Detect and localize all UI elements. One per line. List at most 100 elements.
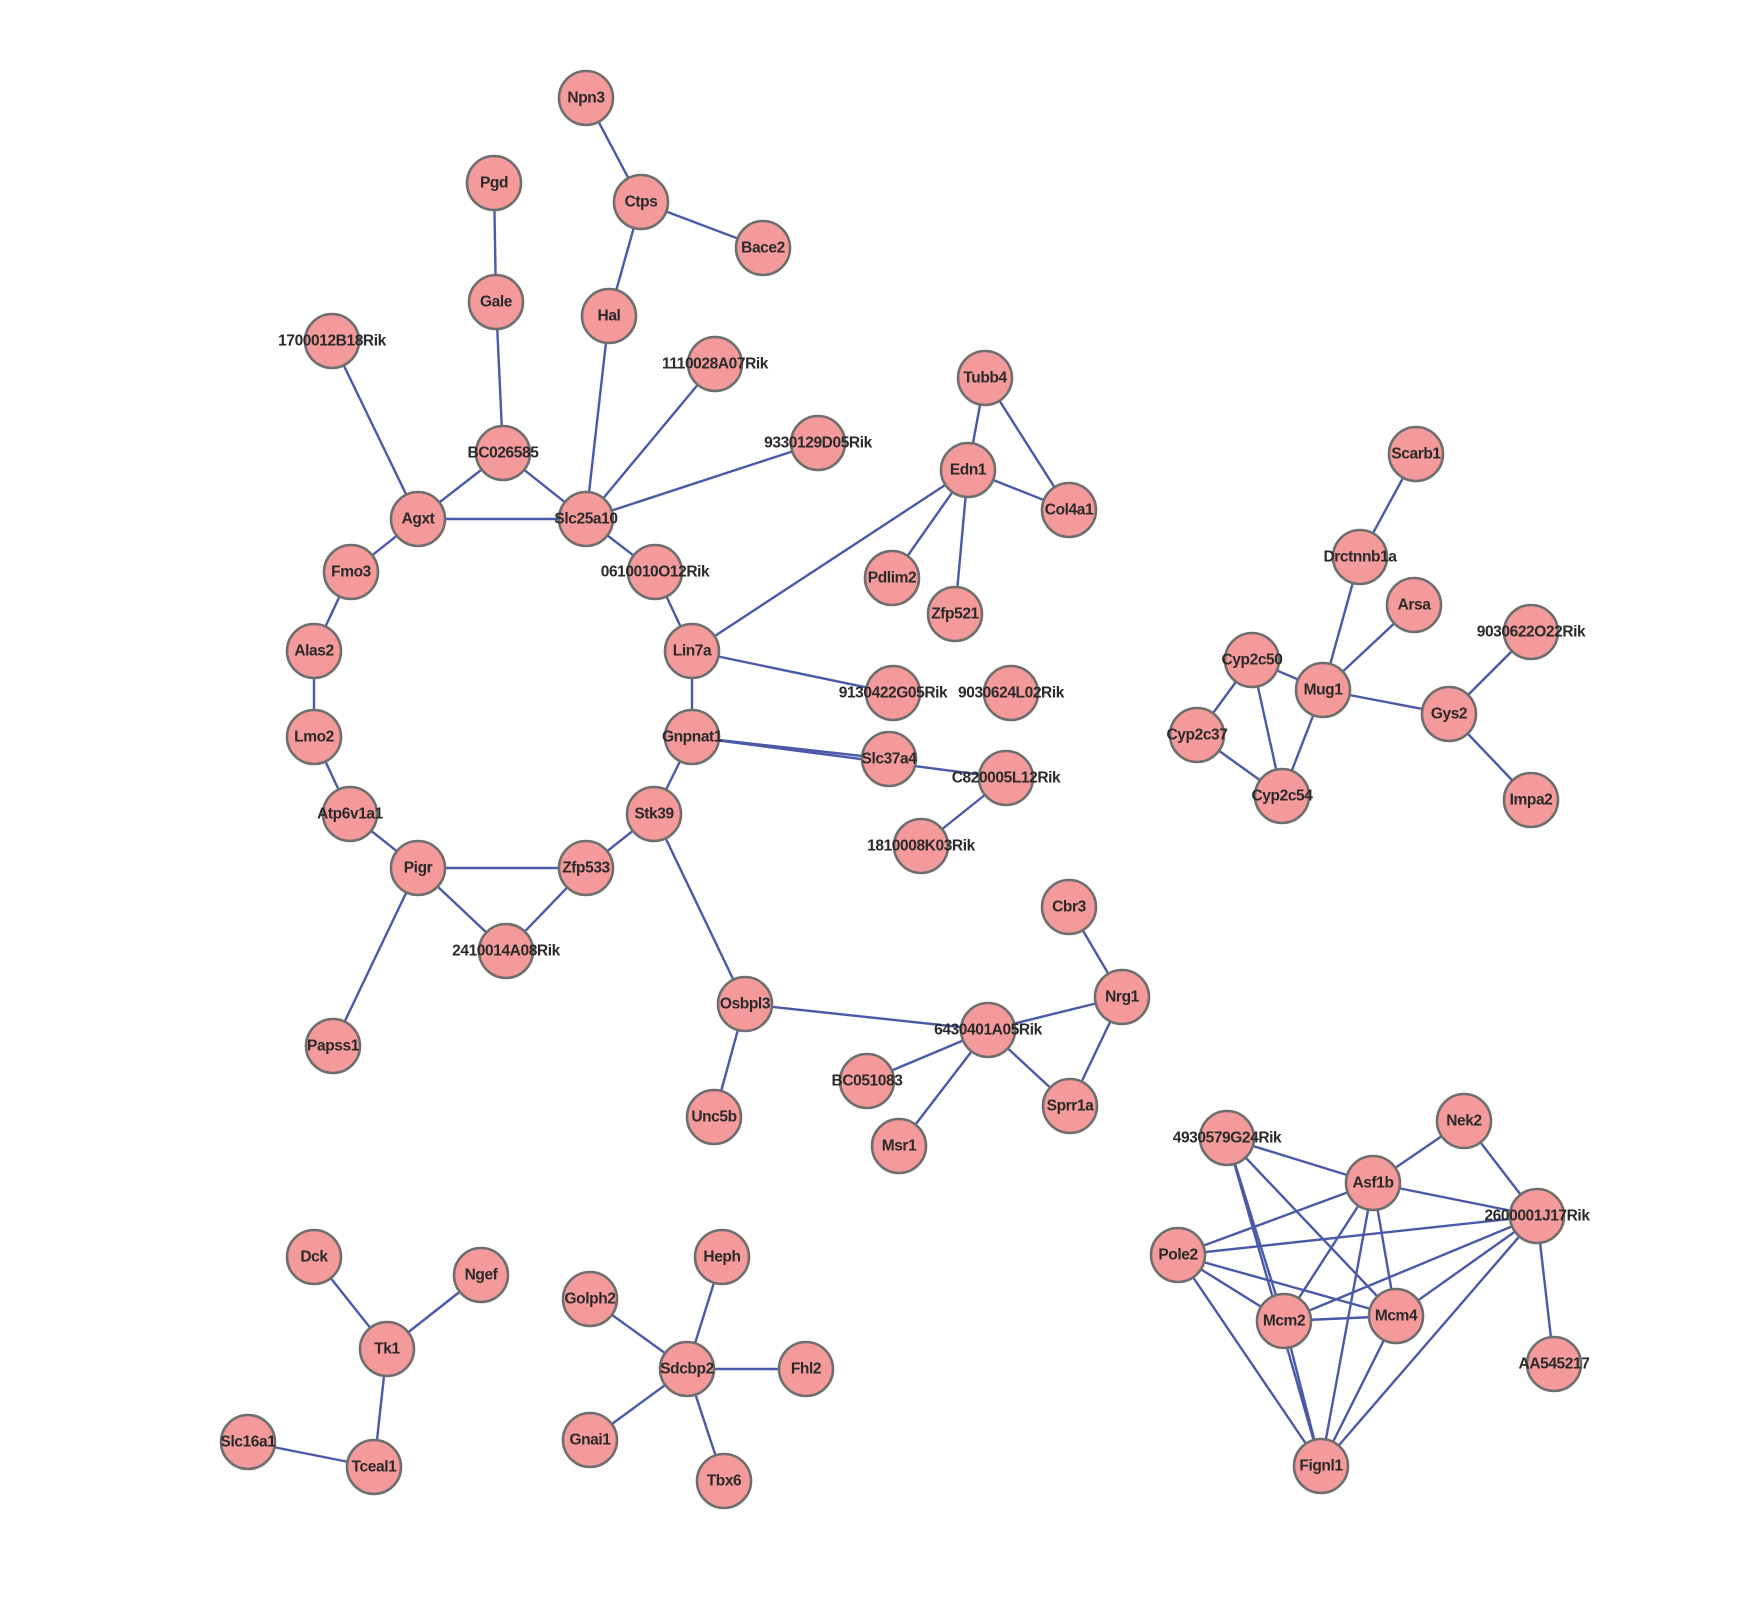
node-unc5b[interactable]: Unc5b bbox=[685, 1088, 743, 1146]
node-gale[interactable]: Gale bbox=[467, 273, 525, 331]
node-circle[interactable] bbox=[1344, 1154, 1402, 1212]
node-9030624l02rik[interactable]: 9030624L02Rik bbox=[958, 664, 1065, 722]
node-circle[interactable] bbox=[304, 1017, 362, 1075]
node-circle[interactable] bbox=[959, 1001, 1017, 1059]
node-circle[interactable] bbox=[977, 749, 1035, 807]
node-mcm4[interactable]: Mcm4 bbox=[1367, 1287, 1425, 1345]
node-sdcbp2[interactable]: Sdcbp2 bbox=[658, 1340, 716, 1398]
node-circle[interactable] bbox=[1040, 481, 1098, 539]
node-circle[interactable] bbox=[1387, 425, 1445, 483]
node-circle[interactable] bbox=[321, 785, 379, 843]
node-cyp2c54[interactable]: Cyp2c54 bbox=[1252, 767, 1314, 825]
node-circle[interactable] bbox=[1385, 576, 1443, 634]
node-1700012b18rik[interactable]: 1700012B18Rik bbox=[278, 312, 387, 370]
node-circle[interactable] bbox=[1198, 1109, 1256, 1167]
node-4930579g24rik[interactable]: 4930579G24Rik bbox=[1173, 1109, 1282, 1167]
node-circle[interactable] bbox=[625, 785, 683, 843]
node-tubb4[interactable]: Tubb4 bbox=[956, 349, 1014, 407]
node-fignl1[interactable]: Fignl1 bbox=[1292, 1437, 1350, 1495]
node-fmo3[interactable]: Fmo3 bbox=[322, 543, 380, 601]
node-stk39[interactable]: Stk39 bbox=[625, 785, 683, 843]
node-circle[interactable] bbox=[465, 154, 523, 212]
node-pgd[interactable]: Pgd bbox=[465, 154, 523, 212]
node-dck[interactable]: Dck bbox=[285, 1228, 343, 1286]
node-1810008k03rik[interactable]: 1810008K03Rik bbox=[867, 817, 976, 875]
node-circle[interactable] bbox=[1367, 1287, 1425, 1345]
node-agxt[interactable]: Agxt bbox=[389, 490, 447, 548]
node-circle[interactable] bbox=[389, 490, 447, 548]
node-alas2[interactable]: Alas2 bbox=[285, 622, 343, 680]
node-circle[interactable] bbox=[870, 1117, 928, 1175]
node-circle[interactable] bbox=[777, 1340, 835, 1398]
node-cbr3[interactable]: Cbr3 bbox=[1040, 878, 1098, 936]
node-0610010o12rik[interactable]: 0610010O12Rik bbox=[601, 543, 710, 601]
node-slc16a1[interactable]: Slc16a1 bbox=[219, 1413, 277, 1471]
node-atp6v1a1[interactable]: Atp6v1a1 bbox=[317, 785, 384, 843]
node-circle[interactable] bbox=[1041, 1077, 1099, 1135]
node-bc026585[interactable]: BC026585 bbox=[468, 424, 540, 482]
node-circle[interactable] bbox=[663, 708, 721, 766]
node-circle[interactable] bbox=[716, 975, 774, 1033]
node-circle[interactable] bbox=[1149, 1226, 1207, 1284]
node-circle[interactable] bbox=[789, 414, 847, 472]
node-zfp521[interactable]: Zfp521 bbox=[926, 585, 984, 643]
node-arsa[interactable]: Arsa bbox=[1385, 576, 1443, 634]
node-circle[interactable] bbox=[939, 441, 997, 499]
node-circle[interactable] bbox=[1294, 661, 1352, 719]
node-ngef[interactable]: Ngef bbox=[452, 1246, 510, 1304]
node-circle[interactable] bbox=[561, 1411, 619, 1469]
node-circle[interactable] bbox=[285, 708, 343, 766]
node-fhl2[interactable]: Fhl2 bbox=[777, 1340, 835, 1398]
node-circle[interactable] bbox=[452, 1246, 510, 1304]
node-2410014a08rik[interactable]: 2410014A08Rik bbox=[452, 922, 561, 980]
node-circle[interactable] bbox=[1040, 878, 1098, 936]
node-circle[interactable] bbox=[982, 664, 1040, 722]
node-mug1[interactable]: Mug1 bbox=[1294, 661, 1352, 719]
node-bace2[interactable]: Bace2 bbox=[734, 219, 792, 277]
node-slc37a4[interactable]: Slc37a4 bbox=[860, 730, 918, 788]
node-msr1[interactable]: Msr1 bbox=[870, 1117, 928, 1175]
node-tceal1[interactable]: Tceal1 bbox=[345, 1438, 403, 1496]
node-tk1[interactable]: Tk1 bbox=[358, 1320, 416, 1378]
node-circle[interactable] bbox=[358, 1320, 416, 1378]
node-circle[interactable] bbox=[1420, 685, 1478, 743]
node-circle[interactable] bbox=[557, 490, 615, 548]
node-pole2[interactable]: Pole2 bbox=[1149, 1226, 1207, 1284]
node-gys2[interactable]: Gys2 bbox=[1420, 685, 1478, 743]
node-npn3[interactable]: Npn3 bbox=[557, 69, 615, 127]
node-ctps[interactable]: Ctps bbox=[612, 173, 670, 231]
node-circle[interactable] bbox=[612, 173, 670, 231]
node-aa545217[interactable]: AA545217 bbox=[1519, 1335, 1590, 1393]
node-6430401a05rik[interactable]: 6430401A05Rik bbox=[934, 1001, 1043, 1059]
node-circle[interactable] bbox=[626, 543, 684, 601]
node-circle[interactable] bbox=[1435, 1092, 1493, 1150]
node-circle[interactable] bbox=[580, 287, 638, 345]
node-circle[interactable] bbox=[303, 312, 361, 370]
node-circle[interactable] bbox=[956, 349, 1014, 407]
node-circle[interactable] bbox=[863, 549, 921, 607]
node-circle[interactable] bbox=[477, 922, 535, 980]
node-nek2[interactable]: Nek2 bbox=[1435, 1092, 1493, 1150]
node-slc25a10[interactable]: Slc25a10 bbox=[554, 490, 618, 548]
node-edn1[interactable]: Edn1 bbox=[939, 441, 997, 499]
node-cyp2c50[interactable]: Cyp2c50 bbox=[1222, 631, 1283, 689]
node-scarb1[interactable]: Scarb1 bbox=[1387, 425, 1445, 483]
node-asf1b[interactable]: Asf1b bbox=[1344, 1154, 1402, 1212]
node-2600001j17rik[interactable]: 2600001J17Rik bbox=[1484, 1187, 1591, 1245]
node-circle[interactable] bbox=[1093, 968, 1151, 1026]
node-circle[interactable] bbox=[1255, 1292, 1313, 1350]
node-circle[interactable] bbox=[1508, 1187, 1566, 1245]
node-circle[interactable] bbox=[658, 1340, 716, 1398]
node-lmo2[interactable]: Lmo2 bbox=[285, 708, 343, 766]
node-circle[interactable] bbox=[1223, 631, 1281, 689]
node-pdlim2[interactable]: Pdlim2 bbox=[863, 549, 921, 607]
node-hal[interactable]: Hal bbox=[580, 287, 638, 345]
node-circle[interactable] bbox=[1331, 528, 1389, 586]
node-circle[interactable] bbox=[860, 730, 918, 788]
node-circle[interactable] bbox=[345, 1438, 403, 1496]
node-circle[interactable] bbox=[474, 424, 532, 482]
node-cyp2c37[interactable]: Cyp2c37 bbox=[1167, 706, 1228, 764]
node-circle[interactable] bbox=[557, 839, 615, 897]
node-tbx6[interactable]: Tbx6 bbox=[695, 1452, 753, 1510]
node-9130422g05rik[interactable]: 9130422G05Rik bbox=[839, 664, 948, 722]
